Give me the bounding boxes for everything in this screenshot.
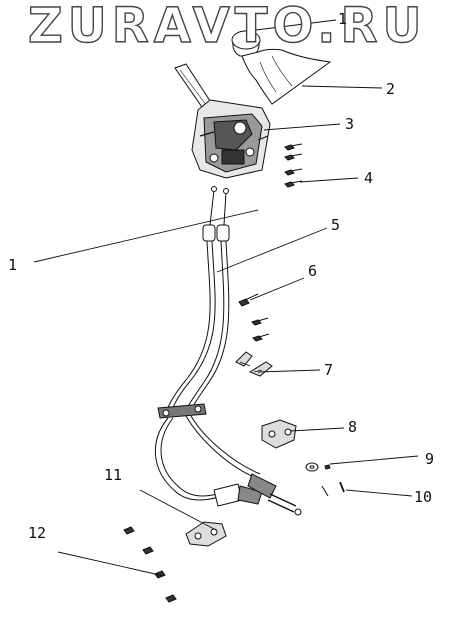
gear-boot bbox=[241, 48, 332, 105]
callout-7: 7 bbox=[324, 361, 334, 379]
callout-6: 6 bbox=[308, 262, 318, 280]
washer bbox=[305, 462, 331, 472]
shift-knob bbox=[231, 30, 261, 57]
callout-10: 10 bbox=[414, 488, 433, 506]
retaining-clips bbox=[235, 351, 273, 377]
shift-cables bbox=[155, 186, 302, 516]
callout-8: 8 bbox=[348, 418, 358, 436]
housing-bolts bbox=[284, 143, 303, 188]
callout-9: 9 bbox=[425, 450, 435, 468]
lower-bracket bbox=[185, 521, 227, 547]
watermark: ZURAVTO.RU bbox=[27, 0, 427, 54]
mounting-bracket bbox=[261, 419, 297, 449]
callout-3: 3 bbox=[345, 115, 355, 133]
callout-4: 4 bbox=[364, 169, 374, 187]
callout-11: 11 bbox=[104, 466, 123, 484]
cable-bolts bbox=[238, 293, 270, 342]
leader-lines bbox=[33, 19, 419, 577]
callout-1-left: 1 bbox=[8, 256, 18, 274]
bracket-bolts bbox=[123, 526, 177, 603]
callout-5: 5 bbox=[331, 216, 341, 234]
callout-2: 2 bbox=[386, 80, 396, 98]
callout-12: 12 bbox=[28, 524, 47, 542]
callout-1-top: 1 bbox=[338, 10, 348, 28]
pin bbox=[321, 481, 345, 497]
selector-housing bbox=[191, 99, 271, 179]
